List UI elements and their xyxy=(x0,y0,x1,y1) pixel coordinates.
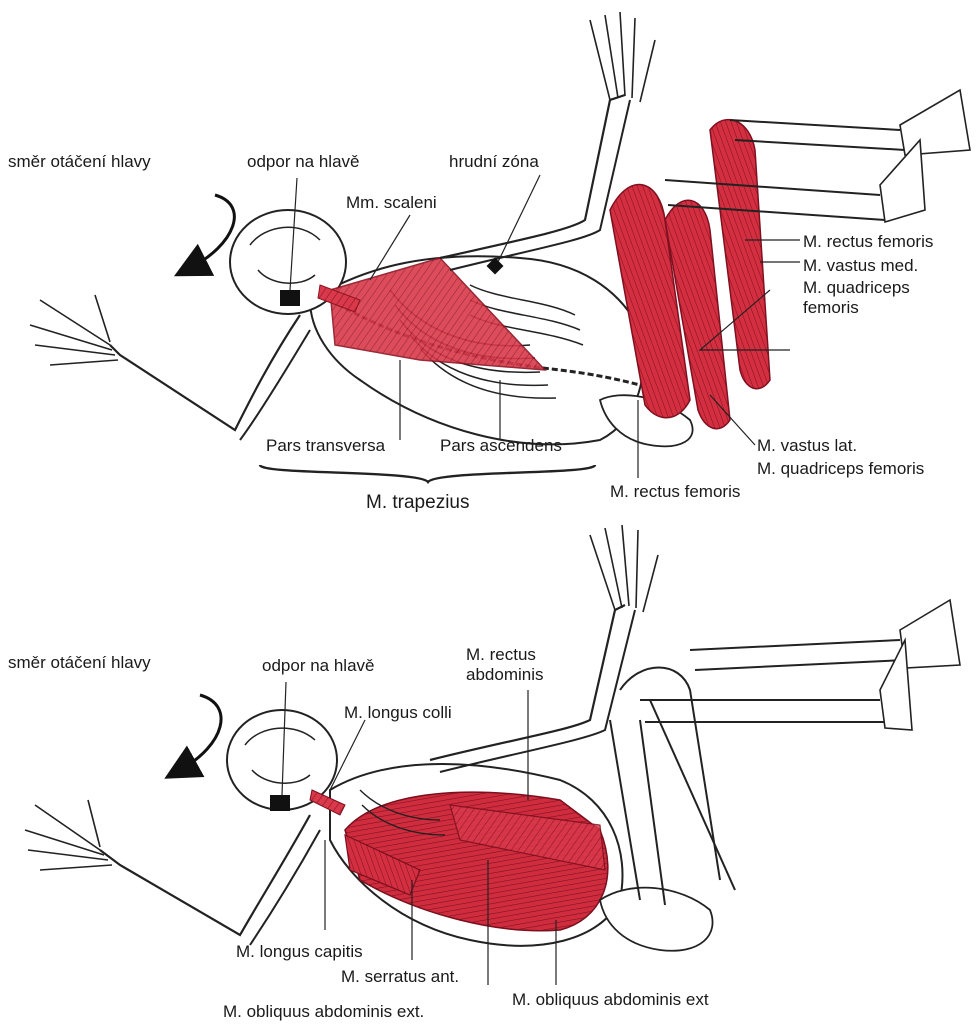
label-pars-ascendens: Pars ascendens xyxy=(440,436,562,456)
pelvis-bottom xyxy=(600,888,713,951)
foot-upper xyxy=(900,90,970,155)
label-head-rotation-top: směr otáčení hlavy xyxy=(8,152,151,172)
left-arm xyxy=(110,315,300,430)
rotation-arrow-bottom-icon xyxy=(180,695,221,770)
label-head-resistance-bottom: odpor na hlavě xyxy=(262,656,374,676)
label-thoracic-zone: hrudní zóna xyxy=(449,152,539,172)
label-longus-capitis: M. longus capitis xyxy=(236,942,363,962)
label-femoris: femoris xyxy=(803,298,859,318)
foot-lower xyxy=(880,140,925,222)
label-quadriceps-femoris: M. quadriceps femoris xyxy=(757,459,924,479)
label-obliquus-ext-1: M. obliquus abdominis ext. xyxy=(223,1002,424,1022)
raised-arm xyxy=(440,95,625,258)
shin-upper xyxy=(730,120,905,150)
label-head-rotation-bottom: směr otáčení hlavy xyxy=(8,653,151,673)
label-rectus-femoris-top: M. rectus femoris xyxy=(803,232,933,252)
label-rectus-abdominis: M. rectus abdominis xyxy=(466,645,544,685)
foot-upper-bottom xyxy=(900,600,960,668)
raised-hand xyxy=(590,12,655,102)
left-arm-bottom xyxy=(100,815,310,935)
trapezius-brace xyxy=(260,465,595,482)
resistance-block-bottom xyxy=(270,795,290,811)
label-quadriceps: M. quadriceps xyxy=(803,278,910,298)
label-pars-transversa: Pars transversa xyxy=(266,436,385,456)
shin-upper-bottom xyxy=(690,640,905,670)
label-scaleni: Mm. scaleni xyxy=(346,193,437,213)
shin-lower-bottom xyxy=(640,700,885,722)
label-head-resistance-top: odpor na hlavě xyxy=(247,152,359,172)
rotation-arrow-icon xyxy=(190,195,234,268)
bottom-figure xyxy=(25,525,960,985)
resistance-block xyxy=(280,290,300,306)
label-trapezius: M. trapezius xyxy=(366,493,469,513)
label-vastus-med: M. vastus med. xyxy=(803,256,918,276)
raised-hand-bottom xyxy=(590,525,658,612)
left-hand-bottom xyxy=(25,800,112,870)
label-obliquus-ext-2: M. obliquus abdominis ext xyxy=(512,990,709,1010)
label-serratus: M. serratus ant. xyxy=(341,967,459,987)
left-hand xyxy=(30,295,118,365)
label-rectus-femoris-bottom: M. rectus femoris xyxy=(610,482,740,502)
label-longus-colli: M. longus colli xyxy=(344,703,452,723)
label-vastus-lat: M. vastus lat. xyxy=(757,436,857,456)
